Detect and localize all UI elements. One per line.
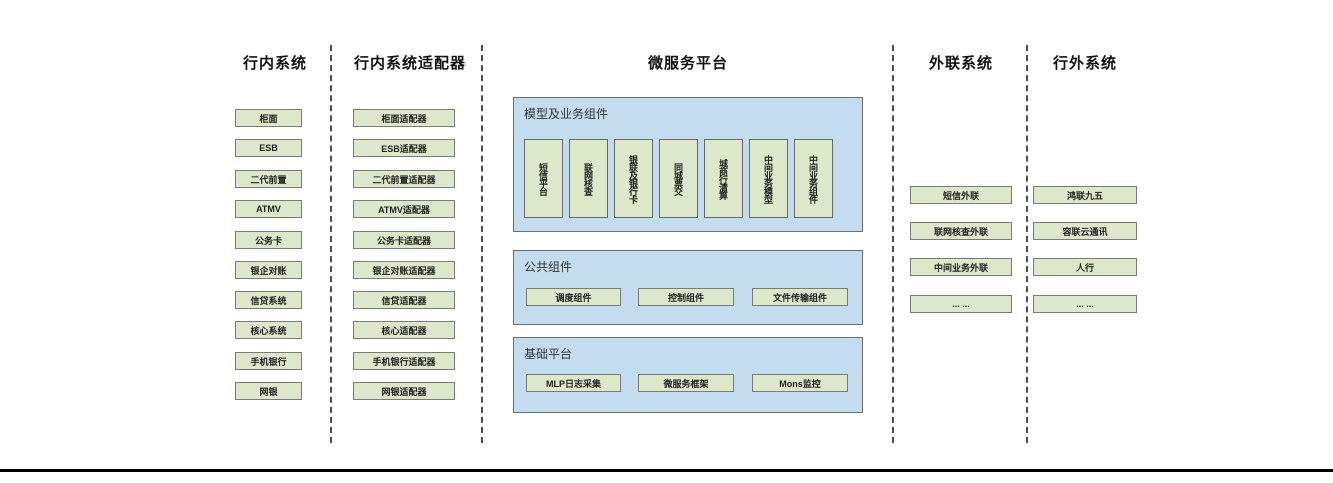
internal-system-box: 柜面 <box>235 109 302 127</box>
external-system-box: 中间业务外联 <box>910 258 1012 276</box>
internal-system-box: 手机银行 <box>235 352 302 370</box>
internal-system-box: 信贷系统 <box>235 291 302 309</box>
common-component-box: 调度组件 <box>526 288 621 306</box>
outside-system-box: 人行 <box>1033 258 1137 276</box>
internal-system-box: 网银 <box>235 382 302 400</box>
internal-system-box: 公务卡 <box>235 231 302 249</box>
internal-system-box: 二代前置 <box>235 170 302 188</box>
adapter-box: 柜面适配器 <box>353 109 455 127</box>
adapter-box: 网银适配器 <box>353 382 455 400</box>
internal-system-box: 银企对账 <box>235 261 302 279</box>
external-system-box: 短信外联 <box>910 186 1012 204</box>
panel-title: 基础平台 <box>524 347 573 361</box>
adapter-box: ATMV适配器 <box>353 200 455 218</box>
outside-system-box: 鸿联九五 <box>1033 186 1137 204</box>
column-header-outside: 行外系统 <box>1052 55 1117 72</box>
column-divider-2 <box>481 45 483 443</box>
column-divider-1 <box>330 45 332 443</box>
adapter-box: 银企对账适配器 <box>353 261 455 279</box>
column-header-adapters: 行内系统适配器 <box>353 55 466 72</box>
bottom-rule <box>0 469 1333 472</box>
model-component-box: 银联及银行卡 <box>614 139 653 218</box>
column-header-external: 外联系统 <box>928 55 993 72</box>
external-system-box: ... ... <box>910 295 1012 313</box>
outside-system-box: ... ... <box>1033 295 1137 313</box>
panel-base-platform: 基础平台 MLP日志采集 微服务框架 Mons监控 <box>513 337 863 413</box>
outside-system-box: 容联云通讯 <box>1033 222 1137 240</box>
adapter-box: 信贷适配器 <box>353 291 455 309</box>
panel-title: 模型及业务组件 <box>524 107 609 121</box>
base-platform-box: Mons监控 <box>752 374 848 392</box>
internal-system-box: 核心系统 <box>235 321 302 339</box>
column-divider-4 <box>1026 45 1028 443</box>
column-divider-3 <box>892 45 894 443</box>
column-header-internal: 行内系统 <box>242 55 307 72</box>
model-component-box: 中间业务组件 <box>794 139 833 218</box>
internal-system-box: ATMV <box>235 200 302 218</box>
column-header-platform: 微服务平台 <box>647 55 728 72</box>
base-platform-box: MLP日志采集 <box>526 374 621 392</box>
common-component-box: 控制组件 <box>638 288 734 306</box>
model-component-box: 联网核查 <box>569 139 608 218</box>
panel-common-components: 公共组件 调度组件 控制组件 文件传输组件 <box>513 250 863 325</box>
adapter-box: 核心适配器 <box>353 321 455 339</box>
adapter-box: 公务卡适配器 <box>353 231 455 249</box>
base-platform-box: 微服务框架 <box>638 374 734 392</box>
external-system-box: 联网核查外联 <box>910 222 1012 240</box>
model-component-box: 城商行清算 <box>704 139 743 218</box>
panel-model-components: 模型及业务组件 短信平台 联网核查 银联及银行卡 同城票交 城商行清算 中间业务… <box>513 97 863 232</box>
model-component-box: 同城票交 <box>659 139 698 218</box>
panel-title: 公共组件 <box>524 260 573 274</box>
adapter-box: 手机银行适配器 <box>353 352 455 370</box>
adapter-box: ESB适配器 <box>353 139 455 157</box>
model-component-box: 中间业务模型 <box>749 139 788 218</box>
model-component-box: 短信平台 <box>524 139 563 218</box>
adapter-box: 二代前置适配器 <box>353 170 455 188</box>
common-component-box: 文件传输组件 <box>752 288 848 306</box>
internal-system-box: ESB <box>235 139 302 157</box>
